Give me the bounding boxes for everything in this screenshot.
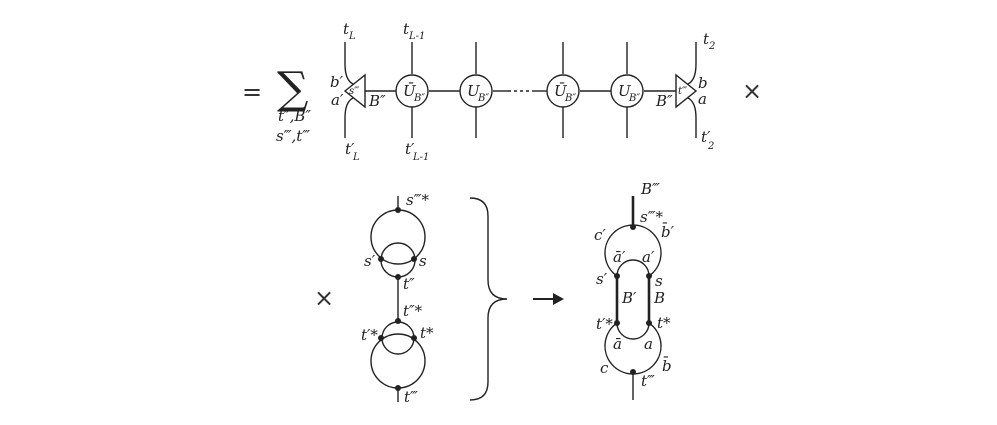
sum-symbol: ∑	[277, 63, 308, 114]
bottom-leg-sub-2: 2	[707, 141, 714, 152]
loop-label-bottom: t‴	[404, 388, 418, 406]
result-label-t-star: t*	[657, 314, 671, 332]
loop-node	[411, 256, 417, 262]
node-3-sub: B″	[564, 93, 576, 104]
loop-node	[378, 335, 384, 341]
node-4-label: U	[618, 82, 632, 100]
left-lower-leg	[344, 97, 354, 138]
left-upper-index: b′	[330, 73, 344, 91]
left-upper-leg	[344, 42, 354, 85]
u-bar-node-3	[546, 74, 580, 108]
bottom-leg-label-L: t′	[345, 140, 355, 158]
loop-node	[395, 274, 401, 280]
times-sign-left: ×	[314, 284, 334, 312]
top-leg-sub-L: L	[348, 31, 356, 42]
result-node	[630, 224, 636, 230]
u-node-4	[610, 74, 644, 108]
loop-outer-upper	[370, 209, 426, 265]
result-label-s: s	[655, 272, 663, 290]
right-upper-index: b	[698, 74, 708, 92]
result-label-a: a	[644, 335, 653, 353]
left-triangle-tensor	[343, 73, 366, 109]
loop-label-left-low: t′*	[361, 326, 378, 344]
loop-label-left-mid: s′	[364, 252, 376, 270]
loop-inner-lower	[381, 321, 415, 355]
result-label-B: B	[653, 289, 665, 307]
sum-indices-line1: t″,B″	[278, 107, 311, 125]
u-node-2	[459, 74, 493, 108]
result-label-c: c	[600, 359, 609, 377]
node-3-label: Ū	[554, 82, 568, 100]
loop-node	[378, 256, 384, 262]
loop-node	[395, 207, 401, 213]
top-leg-sub-2: 2	[708, 41, 715, 52]
right-bond-label: B″	[655, 92, 673, 110]
result-label-B-prime: B′	[621, 289, 637, 307]
result-node	[646, 273, 652, 279]
times-sign-top: ×	[742, 77, 762, 105]
bottom-leg-sub-L1: L-1	[412, 152, 429, 163]
left-bond-label: B″	[368, 92, 386, 110]
right-tensor-label: t‴	[678, 86, 688, 97]
loop-outer-lower	[370, 333, 426, 389]
result-label-a-prime: a′	[642, 248, 655, 266]
result-node	[614, 320, 620, 326]
left-lower-index: a′	[331, 91, 344, 109]
top-leg-label-2: t	[703, 30, 710, 48]
node-1-label: Ū	[403, 82, 417, 100]
loop-node	[411, 335, 417, 341]
node-2-label: U	[467, 82, 481, 100]
result-label-bottom: t‴	[641, 372, 655, 390]
result-node	[646, 320, 652, 326]
result-label-a-bar-prime: ā′	[613, 248, 626, 266]
result-upper-inner-arc	[616, 259, 650, 277]
top-leg-sub-L1: L-1	[408, 31, 425, 42]
loop-node	[395, 385, 401, 391]
node-1-sub: B″	[413, 93, 425, 104]
result-label-top-node: s‴*	[640, 208, 663, 226]
closing-brace	[469, 197, 508, 401]
loop-inner-upper	[380, 242, 416, 278]
right-triangle-tensor	[675, 73, 698, 109]
right-lower-index: a	[698, 90, 707, 108]
bottom-leg-label-2: t′	[701, 128, 711, 146]
bottom-leg-label-L1: t′	[405, 140, 415, 158]
result-label-c-prime: c′	[594, 226, 606, 244]
right-upper-leg	[687, 42, 697, 85]
top-leg-label-L: t	[343, 20, 350, 38]
result-label-top: B‴	[640, 180, 660, 198]
bottom-leg-sub-L: L	[352, 152, 360, 163]
loop-label-top: s‴*	[406, 191, 429, 209]
result-label-b-bar-prime: b̄′	[661, 223, 675, 241]
equals-sign: =	[242, 78, 262, 106]
right-lower-leg	[687, 97, 697, 138]
loop-label-right-low: t*	[420, 324, 434, 342]
result-label-s-prime: s′	[596, 270, 608, 288]
result-node	[614, 273, 620, 279]
result-lower-inner-arc	[616, 322, 650, 340]
node-2-sub: B″	[477, 93, 489, 104]
u-bar-node-1	[395, 74, 429, 108]
result-label-a-bar: ā	[613, 335, 622, 353]
left-tensor-label: s‴	[349, 86, 360, 97]
result-node	[630, 369, 636, 375]
node-4-sub: B″	[628, 93, 640, 104]
arrow-icon	[553, 293, 564, 305]
loop-label-center-top: t″	[403, 275, 415, 293]
loop-node	[395, 318, 401, 324]
loop-label-center-bottom: t″*	[403, 302, 423, 320]
result-label-t-prime-star: t′*	[596, 315, 613, 333]
top-leg-label-L1: t	[403, 20, 410, 38]
result-label-b-bar: b̄	[662, 357, 672, 375]
sum-indices-line2: s‴,t‴	[276, 127, 310, 145]
loop-label-right-mid: s	[419, 252, 427, 270]
